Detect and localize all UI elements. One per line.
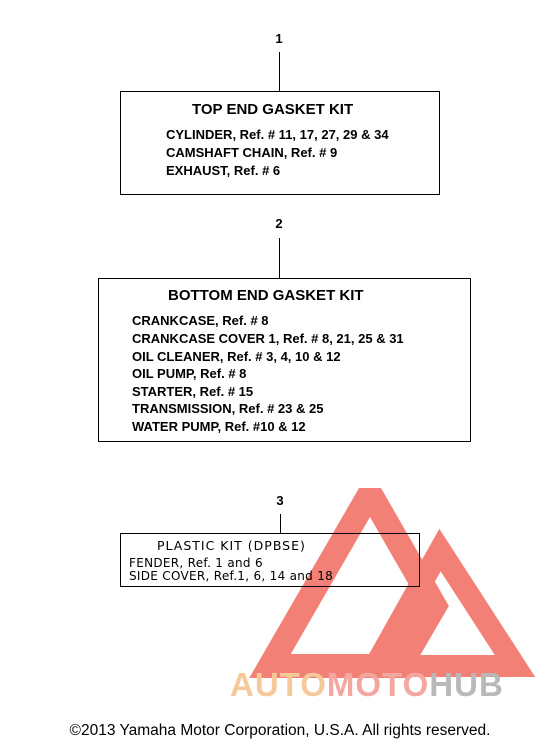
- kit-item: FENDER, Ref. 1 and 6: [129, 556, 263, 570]
- watermark-text-hub: HUB: [429, 666, 504, 703]
- kit-item: SIDE COVER, Ref.1, 6, 14 and 18: [129, 569, 334, 583]
- automotohub-watermark-logo: AUTOMOTOHUB: [230, 488, 536, 703]
- watermark-triangle-icon: [249, 488, 536, 678]
- copyright-footer: ©2013 Yamaha Motor Corporation, U.S.A. A…: [69, 722, 491, 739]
- kit-item: EXHAUST, Ref. # 6: [166, 163, 281, 178]
- top-end-gasket-kit-box: TOP END GASKET KIT CYLINDER, Ref. # 11, …: [120, 91, 440, 195]
- leader-line-1: [279, 52, 280, 91]
- kit-item: STARTER, Ref. # 15: [132, 384, 254, 399]
- kit-item: OIL CLEANER, Ref. # 3, 4, 10 & 12: [132, 349, 341, 364]
- callout-number-3: 3: [276, 493, 284, 508]
- kit-title: PLASTIC KIT (DPBSE): [157, 538, 306, 553]
- kit-item: CAMSHAFT CHAIN, Ref. # 9: [166, 145, 338, 160]
- kit-item: CRANKCASE, Ref. # 8: [132, 313, 269, 328]
- leader-line-3: [280, 514, 281, 533]
- watermark-text-auto: AUTO: [230, 666, 327, 703]
- leader-line-2: [279, 238, 280, 278]
- kit-item: CYLINDER, Ref. # 11, 17, 27, 29 & 34: [166, 127, 389, 142]
- kit-item: OIL PUMP, Ref. # 8: [132, 366, 247, 381]
- kit-item: WATER PUMP, Ref. #10 & 12: [132, 419, 306, 434]
- kit-title: TOP END GASKET KIT: [192, 101, 354, 118]
- kit-item: TRANSMISSION, Ref. # 23 & 25: [132, 401, 324, 416]
- plastic-kit-box: PLASTIC KIT (DPBSE) FENDER, Ref. 1 and 6…: [120, 533, 420, 587]
- kit-item: CRANKCASE COVER 1, Ref. # 8, 21, 25 & 31: [132, 331, 404, 346]
- callout-number-2: 2: [275, 216, 283, 231]
- kit-title: BOTTOM END GASKET KIT: [168, 287, 364, 304]
- watermark-text-moto: MOTO: [327, 666, 429, 703]
- svg-text:AUTOMOTOHUB: AUTOMOTOHUB: [230, 666, 504, 703]
- bottom-end-gasket-kit-box: BOTTOM END GASKET KIT CRANKCASE, Ref. # …: [98, 278, 471, 442]
- callout-number-1: 1: [275, 31, 283, 46]
